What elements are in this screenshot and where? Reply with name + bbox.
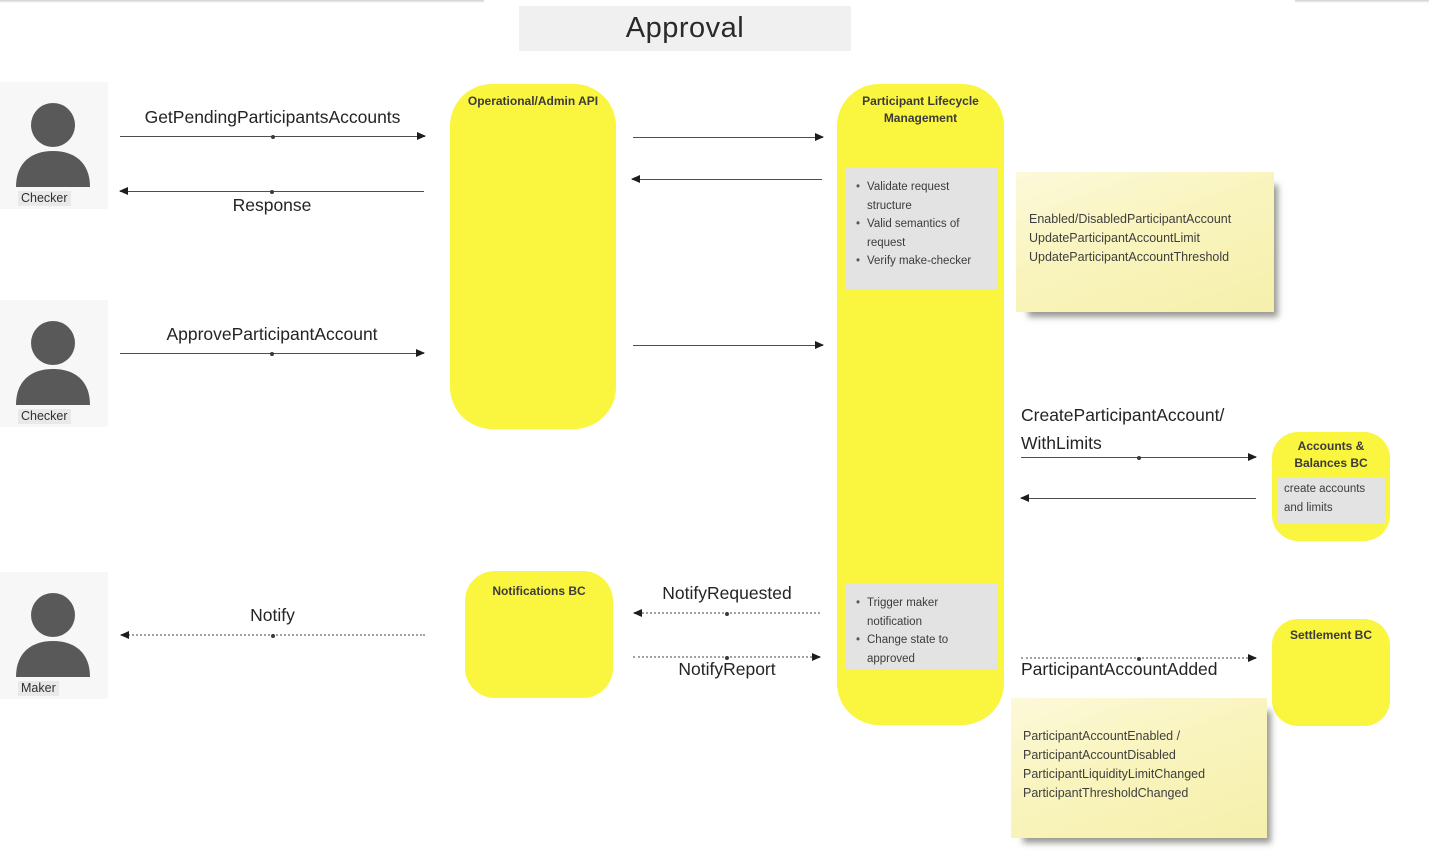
component-title: Participant Lifecycle Management [862,94,979,125]
message-get-pending-participants-accounts: GetPendingParticipantsAccounts [144,107,401,127]
actor-checker-1: Checker [0,82,108,209]
request-validation-note: Validate request structure Valid semanti… [845,167,997,289]
sticky-line: ParticipantThresholdChanged [1023,786,1189,800]
component-title: Notifications BC [492,584,586,598]
sticky-note-update-events: ParticipantAccountEnabled / ParticipantA… [1011,698,1267,838]
component-participant-lifecycle-management: Participant Lifecycle Management Validat… [837,84,1004,725]
arrow-plm-to-api-return [631,175,822,183]
message-response: Response [232,195,312,215]
message-line: CreateParticipantAccount/ [1021,405,1225,425]
note-item: Change state to approved [854,631,992,668]
note-item: Validate request structure [854,178,992,215]
actor-checker-2: Checker [0,300,108,427]
actor-label: Checker [18,409,71,424]
note-item: Valid semantics of request [854,215,992,252]
message-notify-report: NotifyReport [678,659,776,679]
actor-label: Checker [18,191,71,206]
message-line: WithLimits [1021,433,1102,453]
component-settlement-bc: Settlement BC [1272,619,1390,726]
arrow-api-to-plm-mid [633,341,824,349]
component-title: Settlement BC [1290,628,1373,642]
arrow-accounts-return [1020,494,1256,502]
component-notifications-bc: Notifications BC [465,571,613,698]
message-notify: Notify [250,605,295,625]
sticky-line: UpdateParticipantAccountLimit [1029,231,1200,245]
diagram-title: Approval [519,6,851,51]
message-create-participant-account-with-limits: CreateParticipantAccount/ WithLimits [1021,401,1224,457]
component-accounts-balances-bc: Accounts & Balances BC create accounts a… [1272,432,1390,541]
person-icon [16,321,90,405]
sticky-line: ParticipantLiquidityLimitChanged [1023,767,1206,781]
approval-actions-note: Trigger maker notification Change state … [845,584,997,669]
message-participant-account-added: ParticipantAccountAdded [1021,659,1218,679]
arrow-response [119,187,424,195]
person-icon [16,103,90,187]
top-edge-artifact-right [1295,0,1429,3]
arrow-approve [120,349,425,357]
note-item: Verify make-checker [854,252,992,271]
arrow-notify-requested [633,608,820,617]
sticky-line: ParticipantAccountEnabled / [1023,729,1181,743]
actor-maker: Maker [0,572,108,699]
note-item: Trigger maker notification [854,594,992,631]
message-approve-participant-account: ApproveParticipantAccount [166,324,378,344]
arrow-participant-account-added [1021,653,1257,662]
component-title: Accounts & Balances BC [1294,439,1368,470]
sticky-line: Enabled/DisabledParticipantAccount [1029,212,1232,226]
sticky-line: UpdateParticipantAccountThreshold [1029,250,1230,264]
sticky-note-update-commands: Enabled/DisabledParticipantAccount Updat… [1016,172,1274,312]
arrow-get-pending [120,132,426,140]
message-notify-requested: NotifyRequested [662,583,792,603]
sticky-line: ParticipantAccountDisabled [1023,748,1176,762]
arrow-api-to-plm-top [633,133,824,141]
actor-label: Maker [18,681,59,696]
person-icon [16,593,90,677]
diagram-title-text: Approval [625,12,745,44]
arrow-create-account [1021,453,1257,461]
create-accounts-note: create accounts and limits [1278,477,1385,523]
top-edge-artifact-left [0,0,484,3]
arrow-notify [120,630,425,639]
arrow-notify-report [633,652,821,661]
component-operational-admin-api: Operational/Admin API [450,84,616,429]
component-title: Operational/Admin API [467,94,599,108]
